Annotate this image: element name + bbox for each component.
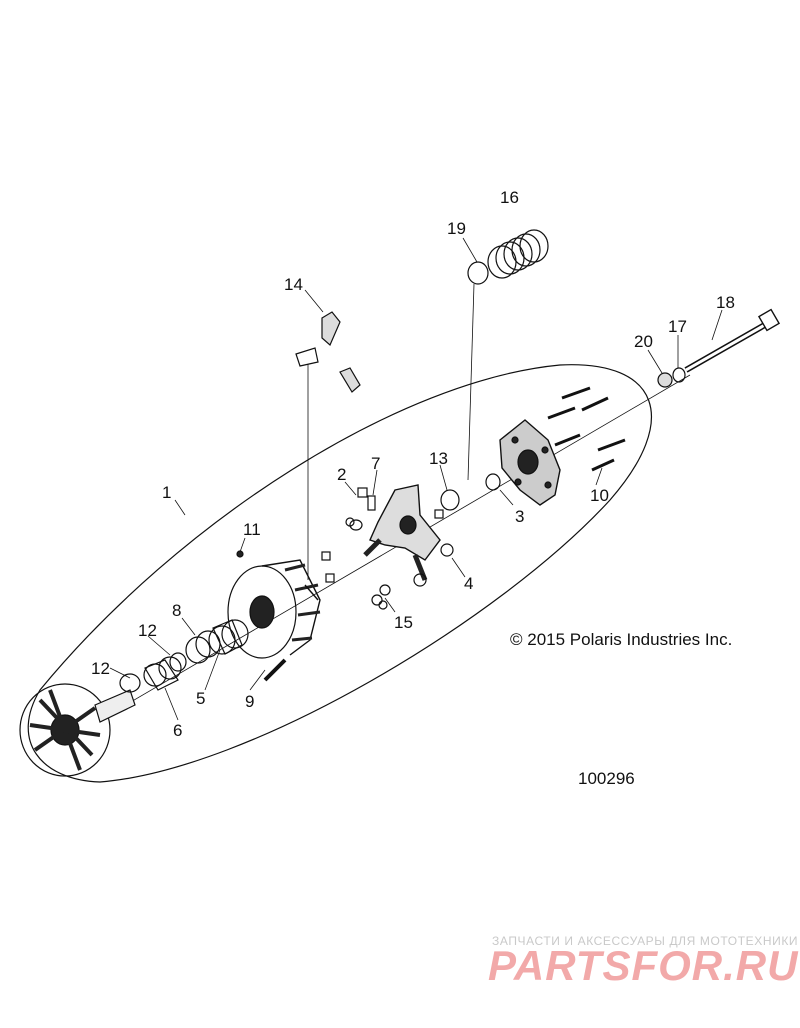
callout-4: 4 xyxy=(464,574,474,593)
diagram-number: 100296 xyxy=(578,769,635,788)
nut-20 xyxy=(657,372,673,388)
slider-small xyxy=(321,551,331,561)
callout-19: 19 xyxy=(447,219,466,238)
nut-15 xyxy=(379,584,391,596)
retaining-ring-12a xyxy=(119,673,141,693)
cover-plate xyxy=(499,419,561,506)
callout-10: 10 xyxy=(590,486,609,505)
bushing-13 xyxy=(440,489,460,511)
assembly-outline xyxy=(27,364,652,783)
washer-17 xyxy=(672,367,686,383)
cover-bolts-10 xyxy=(547,386,626,472)
copyright-notice: © 2015 Polaris Industries Inc. xyxy=(510,630,733,649)
callout-17: 17 xyxy=(668,317,687,336)
callout-15: 15 xyxy=(394,613,413,632)
callout-5: 5 xyxy=(196,689,206,708)
washer-2 xyxy=(349,519,363,531)
pin-9 xyxy=(263,658,287,682)
roller-pin-7 xyxy=(367,495,376,511)
callout-2: 2 xyxy=(337,465,347,484)
fixed-sheave xyxy=(19,683,136,777)
callout-9: 9 xyxy=(245,692,255,711)
shift-weights-14 xyxy=(295,311,361,393)
callout-12-lower: 12 xyxy=(91,659,110,678)
callout-13: 13 xyxy=(429,449,448,468)
callout-12-upper: 12 xyxy=(138,621,157,640)
moveable-sheave xyxy=(227,559,321,659)
retaining-ring-12b xyxy=(169,652,187,672)
washer-3 xyxy=(485,473,501,491)
plug-11 xyxy=(236,550,244,558)
spider xyxy=(363,484,441,581)
ring-19 xyxy=(467,261,489,285)
bolt-18 xyxy=(684,308,781,373)
callout-14: 14 xyxy=(284,275,303,294)
bushing-8 xyxy=(185,630,221,664)
shaft-axis xyxy=(99,374,691,721)
callout-1: 1 xyxy=(162,483,172,502)
callout-20: 20 xyxy=(634,332,653,351)
callout-16: 16 xyxy=(500,188,519,207)
callout-18: 18 xyxy=(716,293,735,312)
callout-11: 11 xyxy=(243,520,261,539)
bushing-6 xyxy=(143,656,182,691)
button-4 xyxy=(440,543,454,557)
watermark-tagline: ЗАПЧАСТИ И АКСЕССУАРЫ ДЛЯ МОТОТЕХНИКИ xyxy=(492,934,799,948)
watermark-logo: PARTSFOR.RU xyxy=(488,942,799,989)
callout-7: 7 xyxy=(371,454,381,473)
spring-16 xyxy=(487,229,549,279)
callout-8: 8 xyxy=(172,601,182,620)
callout-6: 6 xyxy=(173,721,183,740)
callout-3: 3 xyxy=(515,507,525,526)
